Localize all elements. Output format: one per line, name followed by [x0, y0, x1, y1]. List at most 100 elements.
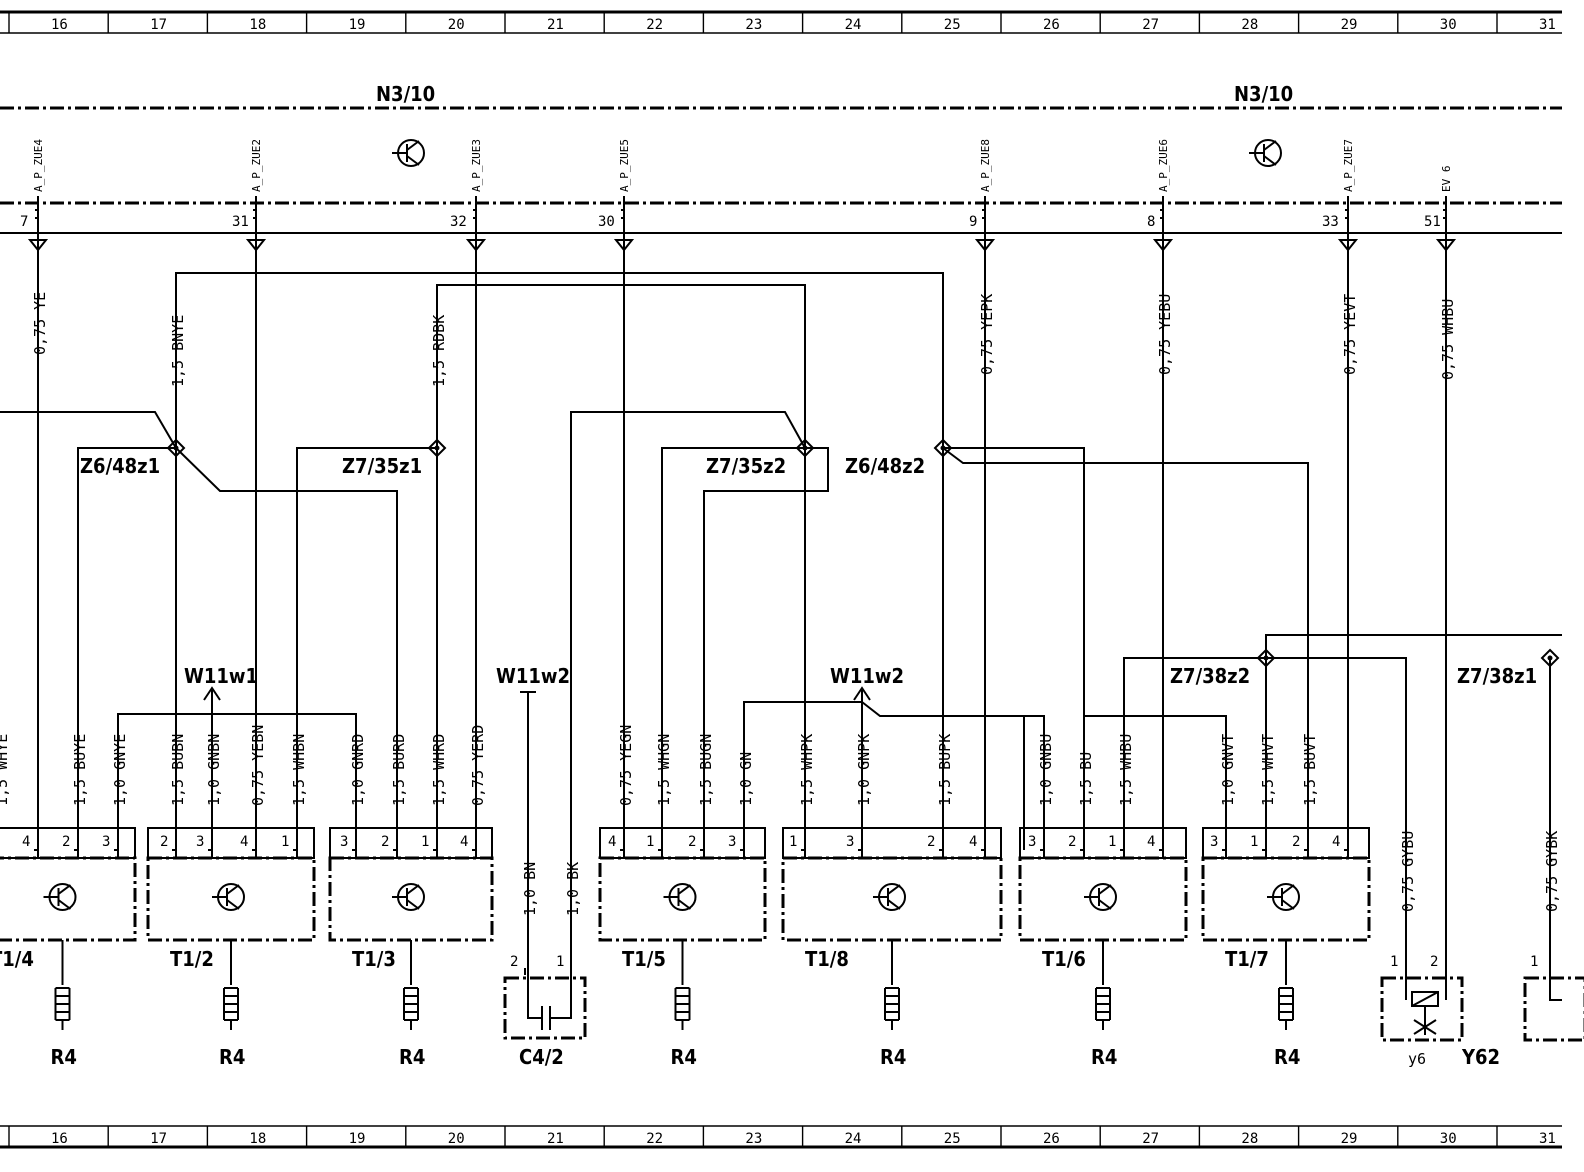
wire-label: 1,5 WHBU [1117, 734, 1135, 806]
wire-label: 0,75 YEBN [249, 725, 267, 806]
transistor-icon [663, 883, 697, 911]
svg-text:8: 8 [1147, 214, 1155, 230]
resistor-label: R4 [671, 1045, 697, 1069]
svg-text:C4/2: C4/2 [519, 1045, 564, 1069]
svg-text:y6: y6 [1408, 1050, 1426, 1068]
output-pin: A_P_ZUE4 7 [20, 139, 49, 258]
grid-column-number: 31 [1539, 1131, 1556, 1147]
wire-label: 1,0 GN [737, 752, 755, 806]
grid-column-number: 22 [646, 17, 663, 33]
grid-column-number: 20 [448, 1131, 465, 1147]
grid-column-number: 28 [1241, 17, 1258, 33]
module-label: N3/10 [1234, 82, 1293, 106]
wire-label: 1,5 WHGN [655, 734, 673, 806]
svg-text:A_P_ZUE3: A_P_ZUE3 [470, 139, 483, 192]
grid-column-number: 16 [51, 1131, 68, 1147]
pin-number: 2 [927, 834, 935, 850]
transistor-icon [392, 139, 425, 167]
module-label: N3/10 [376, 82, 435, 106]
wire-label: 1,5 WHPK [798, 734, 816, 806]
wiring [0, 258, 1562, 968]
svg-text:A_P_ZUE5: A_P_ZUE5 [618, 139, 631, 192]
grid-column-number: 29 [1341, 17, 1358, 33]
output-pin: A_P_ZUE8 9 [969, 139, 996, 258]
pin-number: 2 [688, 834, 696, 850]
coil-label: T1/6 [1042, 947, 1086, 971]
output-pin: A_P_ZUE5 30 [598, 139, 635, 258]
capacitor-c4-2: 2 1 C4/2 [503, 954, 587, 1069]
grid-column-number: 29 [1341, 1131, 1358, 1147]
grid-column-number: 22 [646, 1131, 663, 1147]
svg-text:A_P_ZUE2: A_P_ZUE2 [250, 139, 263, 192]
wire-label: 1,5 BUGN [697, 734, 715, 806]
pin-number: 4 [460, 834, 468, 850]
pin-number: 3 [1028, 834, 1036, 850]
coil-label: T1/8 [805, 947, 849, 971]
coil-label: T1/7 [1225, 947, 1269, 971]
wire-label: 0,75 GYBK [1543, 831, 1561, 912]
svg-text:0,75 YE: 0,75 YE [31, 292, 49, 355]
svg-text:W11w2: W11w2 [496, 664, 570, 688]
resistor-label: R4 [880, 1045, 906, 1069]
wire-label: 1,5 BUYE [71, 734, 89, 806]
splice-labels: Z6/48z1 Z7/35z1 Z7/35z2 Z6/48z2 Z7/38z2 … [80, 454, 1537, 688]
wire-label: 0,75 YERD [469, 725, 487, 806]
svg-text:33: 33 [1322, 214, 1339, 230]
pin-number: 2 [381, 834, 389, 850]
pin-number: 2 [62, 834, 70, 850]
pin-number: 3 [846, 834, 854, 850]
svg-text:1,5 RDBK: 1,5 RDBK [430, 315, 448, 387]
grid-column-number: 24 [845, 1131, 862, 1147]
pin-number: 4 [240, 834, 248, 850]
grid-column-number: 25 [944, 1131, 961, 1147]
grid-column-number: 20 [448, 17, 465, 33]
wire-label: 1,5 BUPK [936, 734, 954, 806]
pin-number: 4 [969, 834, 977, 850]
transistor-icon [1249, 139, 1282, 167]
wire-label: 1,0 GNRD [349, 734, 367, 806]
module-output-pins: A_P_ZUE4 7 A_P_ZUE2 31 A_P_ZUE3 32 A_P_Z… [0, 139, 1562, 258]
ignition-coil: 423T1/4R4 [0, 827, 137, 1069]
pin-number: 4 [22, 834, 30, 850]
coil-label: T1/3 [352, 947, 396, 971]
pin-number: 4 [608, 834, 616, 850]
pin-number: 1 [281, 834, 289, 850]
svg-text:Z7/35z2: Z7/35z2 [706, 454, 786, 478]
grid-column-number: 26 [1043, 1131, 1060, 1147]
svg-text:0,75 YEPK: 0,75 YEPK [978, 294, 996, 375]
output-pin: A_P_ZUE7 33 [1322, 139, 1359, 258]
pin-number: 2 [1292, 834, 1300, 850]
transistor-icon [1267, 883, 1300, 911]
pin-number: 1 [1250, 834, 1258, 850]
pin-number: 4 [1147, 834, 1155, 850]
svg-text:A_P_ZUE4: A_P_ZUE4 [32, 139, 45, 192]
valve-y62: 1 2 y6 Y62 [1380, 954, 1500, 1069]
wire-label: 1,0 GNBN [205, 734, 223, 806]
svg-text:Z7/35z1: Z7/35z1 [342, 454, 422, 478]
grid-column-number: 23 [745, 17, 762, 33]
wire-label: 1,5 BUBN [169, 734, 187, 806]
grid-column-number: 18 [249, 1131, 266, 1147]
svg-text:Z6/48z1: Z6/48z1 [80, 454, 160, 478]
grid-column-number: 21 [547, 1131, 564, 1147]
control-module-n3-10: N3/10 N3/10 [0, 82, 1562, 205]
pin-number: 3 [728, 834, 736, 850]
grid-column-number: 30 [1440, 17, 1457, 33]
wire-label: 1,5 BU [1077, 752, 1095, 806]
coil-label: T1/2 [170, 947, 214, 971]
output-pin: EV 6 51 [1424, 166, 1457, 258]
pin-number: 1 [421, 834, 429, 850]
wire-label: 1,0 GNBU [1037, 734, 1055, 806]
grid-column-number: 17 [150, 17, 167, 33]
svg-text:1: 1 [556, 954, 564, 970]
wire-label: 1,0 BN [521, 862, 539, 916]
pin-number: 3 [1210, 834, 1218, 850]
wire-label: 1,0 BK [564, 862, 582, 916]
